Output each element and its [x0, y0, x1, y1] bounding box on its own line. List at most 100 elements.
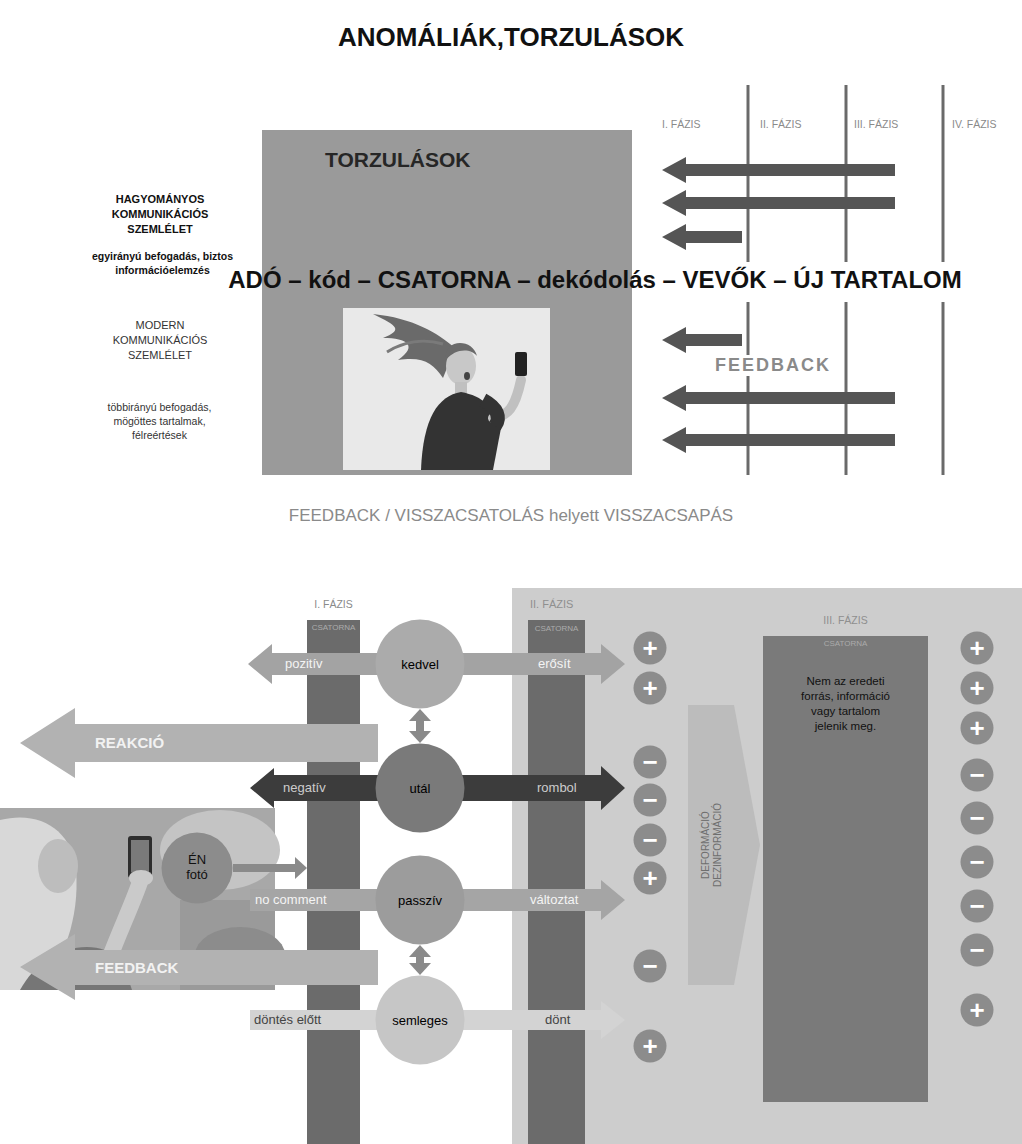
- phase-panel: II. FÁZISCSATORNAIII. FÁZISCSATORNANem a…: [512, 588, 1022, 1144]
- sign-circle: +: [960, 993, 994, 1027]
- arrow-label: DEFORMÁCIÓ DEZINFORMÁCIÓ: [700, 790, 724, 900]
- arrow-head: [295, 857, 307, 879]
- phase-line: [942, 85, 945, 262]
- photo-body: [421, 392, 501, 470]
- attitude-circle: utál: [375, 743, 465, 833]
- note-text: Nem az eredeti forrás, információ vagy t…: [763, 674, 928, 734]
- sign-circle: +: [960, 631, 994, 665]
- selfie-photo: [0, 808, 285, 990]
- circle-outline: [376, 744, 465, 833]
- attitude-circle: kedvel: [375, 619, 465, 709]
- return-arrow: [662, 190, 895, 216]
- photo-arm: [108, 882, 140, 962]
- phase-heading: III. FÁZIS: [763, 614, 928, 626]
- node-text: −: [969, 893, 984, 919]
- label-box: többirányú befogadás, mögöttes tartalmak…: [97, 400, 222, 443]
- circle-outline: [376, 856, 465, 945]
- label-box: dönt: [545, 1012, 570, 1027]
- channel-label: CSATORNA: [528, 624, 585, 633]
- arrow-label: REAKCIÓ: [95, 734, 164, 751]
- source-circle: ÉN fotó: [161, 832, 233, 904]
- circle-outline: [634, 784, 667, 817]
- node-text: passzív: [398, 893, 442, 908]
- node-text: −: [969, 937, 984, 963]
- connector-line: [233, 864, 295, 872]
- phase-line: [942, 302, 945, 475]
- node-text: −: [642, 953, 657, 979]
- node-text: +: [642, 865, 657, 891]
- node-text: −: [969, 849, 984, 875]
- node-text: +: [969, 635, 984, 661]
- sign-circle: −: [960, 801, 994, 835]
- photo-screen: [131, 840, 149, 872]
- channel-column: CSATORNA: [528, 620, 585, 1144]
- phase-label: II. FÁZIS: [760, 118, 801, 130]
- diagram-title: ANOMÁLIÁK,TORZULÁSOK: [0, 22, 1022, 53]
- photo-hair: [387, 341, 443, 352]
- caption-text: FEEDBACK / VISSZACSATOLÁS helyett VISSZA…: [0, 506, 1022, 526]
- feedback-label: FEEDBACK: [713, 355, 833, 376]
- view-note: egyirányú befogadás, biztos információel…: [85, 249, 240, 277]
- circle-outline: [376, 620, 465, 709]
- circle-outline: [634, 632, 667, 665]
- node-text: −: [642, 827, 657, 853]
- phase-label: IV. FÁZIS: [952, 118, 997, 130]
- band-label: változtat: [530, 892, 578, 907]
- photo-hand: [129, 870, 153, 886]
- node-text: +: [642, 1033, 657, 1059]
- circle-outline: [961, 994, 994, 1027]
- circle-outline: [961, 632, 994, 665]
- sign-circle: −: [633, 783, 667, 817]
- circle-outline: [634, 950, 667, 983]
- circle-outline: [961, 846, 994, 879]
- sign-circle: +: [633, 631, 667, 665]
- arrow-head: [409, 731, 431, 743]
- photo-sleeve: [483, 400, 498, 426]
- photo-phone: [515, 352, 527, 376]
- label-box: változtat: [530, 892, 578, 907]
- view-note: többirányú befogadás, mögöttes tartalmak…: [97, 400, 222, 443]
- label-box: REAKCIÓ: [95, 734, 164, 751]
- sign-circle: +: [633, 671, 667, 705]
- photo-hair: [373, 314, 455, 378]
- node-text: −: [969, 805, 984, 831]
- phase-line: [747, 302, 750, 475]
- label-box: erősít: [538, 656, 571, 671]
- node-text: −: [642, 749, 657, 775]
- label-box: HAGYOMÁNYOS KOMMUNIKÁCIÓS SZEMLÉLET: [95, 192, 225, 237]
- return-arrows: [662, 157, 895, 453]
- node-text: +: [969, 715, 984, 741]
- circle-outline: [634, 862, 667, 895]
- label-box: FEEDBACK: [95, 959, 178, 976]
- photo-hair: [446, 343, 477, 360]
- node-text: utál: [410, 781, 431, 796]
- arrow-head: [409, 963, 431, 975]
- circle-outline: [961, 759, 994, 792]
- phase-label: I. FÁZIS: [662, 118, 701, 130]
- node-text: −: [969, 762, 984, 788]
- label-box: DEFORMÁCIÓ DEZINFORMÁCIÓ: [700, 790, 724, 900]
- channel-column: I. FÁZISCSATORNA: [307, 620, 360, 1144]
- label-box: negatív: [283, 780, 326, 795]
- node-text: ÉN fotó: [176, 853, 218, 883]
- view-heading: MODERN KOMMUNIKÁCIÓS SZEMLÉLET: [95, 318, 225, 363]
- band-label: no comment: [255, 892, 327, 907]
- label-box: IV. FÁZIS: [952, 118, 997, 130]
- channel-column: III. FÁZISCSATORNANem az eredeti forrás,…: [763, 636, 928, 1102]
- sign-circle: +: [633, 1029, 667, 1063]
- return-arrow: [662, 427, 895, 453]
- sign-circle: −: [633, 949, 667, 983]
- view-heading: HAGYOMÁNYOS KOMMUNIKÁCIÓS SZEMLÉLET: [95, 192, 225, 237]
- woman-photo: [343, 308, 550, 470]
- connector-arrow: [409, 709, 431, 743]
- label-box: döntés előtt: [254, 1012, 321, 1027]
- band-label: erősít: [538, 656, 571, 671]
- label-box: egyirányú befogadás, biztos információel…: [85, 249, 240, 277]
- channel-label: CSATORNA: [307, 623, 360, 632]
- arrow-label: FEEDBACK: [95, 959, 178, 976]
- band-label: negatív: [283, 780, 326, 795]
- sign-circle: −: [960, 933, 994, 967]
- label-box: no comment: [255, 892, 327, 907]
- circle-outline: [634, 824, 667, 857]
